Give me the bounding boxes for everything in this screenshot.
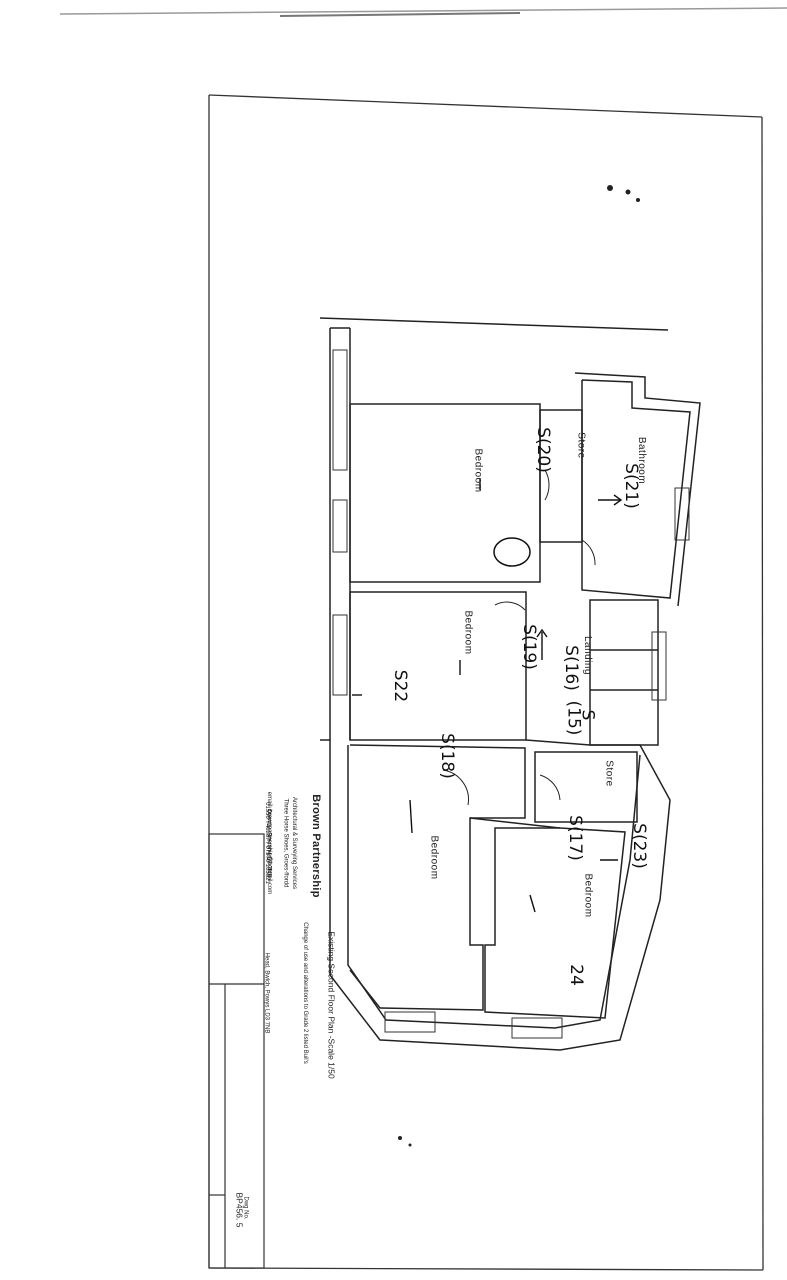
drawing-title: Existing Second Floor Plan -Scale 1/50 <box>326 931 337 1079</box>
room-label-bedroom-3: Bedroom <box>428 835 440 880</box>
room-label-bedroom-1: Bedroom <box>472 448 484 493</box>
firm-line-5: email: brownpartnership@hotmail.com <box>266 791 273 895</box>
room-label-store-bottom: Store <box>603 760 615 787</box>
annotation-s18: S(18) <box>436 733 457 779</box>
annotation-s16: S(16) <box>560 645 581 691</box>
annotation-s20: S(20) <box>532 427 553 473</box>
dwg-no: BP456. 5 <box>234 1192 245 1228</box>
room-label-store-top: Store <box>575 432 587 459</box>
firm-name: Brown Partnership <box>309 794 322 898</box>
annotation-s22: S22 <box>390 669 411 703</box>
scan-smudges <box>398 185 640 1147</box>
door-swings <box>442 469 596 806</box>
project-line-2: Head, Bwlch, Powys LD3 7NB <box>263 952 270 1034</box>
sheet-border <box>208 94 764 1271</box>
annotation-arrows <box>352 478 623 913</box>
room-label-bedroom-2: Bedroom <box>462 610 474 655</box>
annotation-s19: S(19) <box>518 624 539 670</box>
title-block <box>208 833 265 1269</box>
project-line-1: Change of use and alterations to Grade 2… <box>301 922 308 1064</box>
annotation-s-landing: S <box>577 709 598 721</box>
annotation-24: 24 <box>565 964 586 986</box>
scribble-mark <box>493 537 531 567</box>
windows <box>332 349 690 1039</box>
room-label-landing: Landing <box>582 635 594 676</box>
annotation-s17: S(17) <box>564 815 585 861</box>
room-label-bedroom-4: Bedroom <box>582 873 594 918</box>
annotation-s21: S(21) <box>620 463 641 509</box>
firm-line-2: Three Horse Shoes, Groes-ffordd <box>282 798 289 888</box>
annotation-s23: S(23) <box>628 823 649 869</box>
firm-line-1: Architectural & Surveying Services <box>291 796 298 890</box>
walls <box>319 317 701 1051</box>
